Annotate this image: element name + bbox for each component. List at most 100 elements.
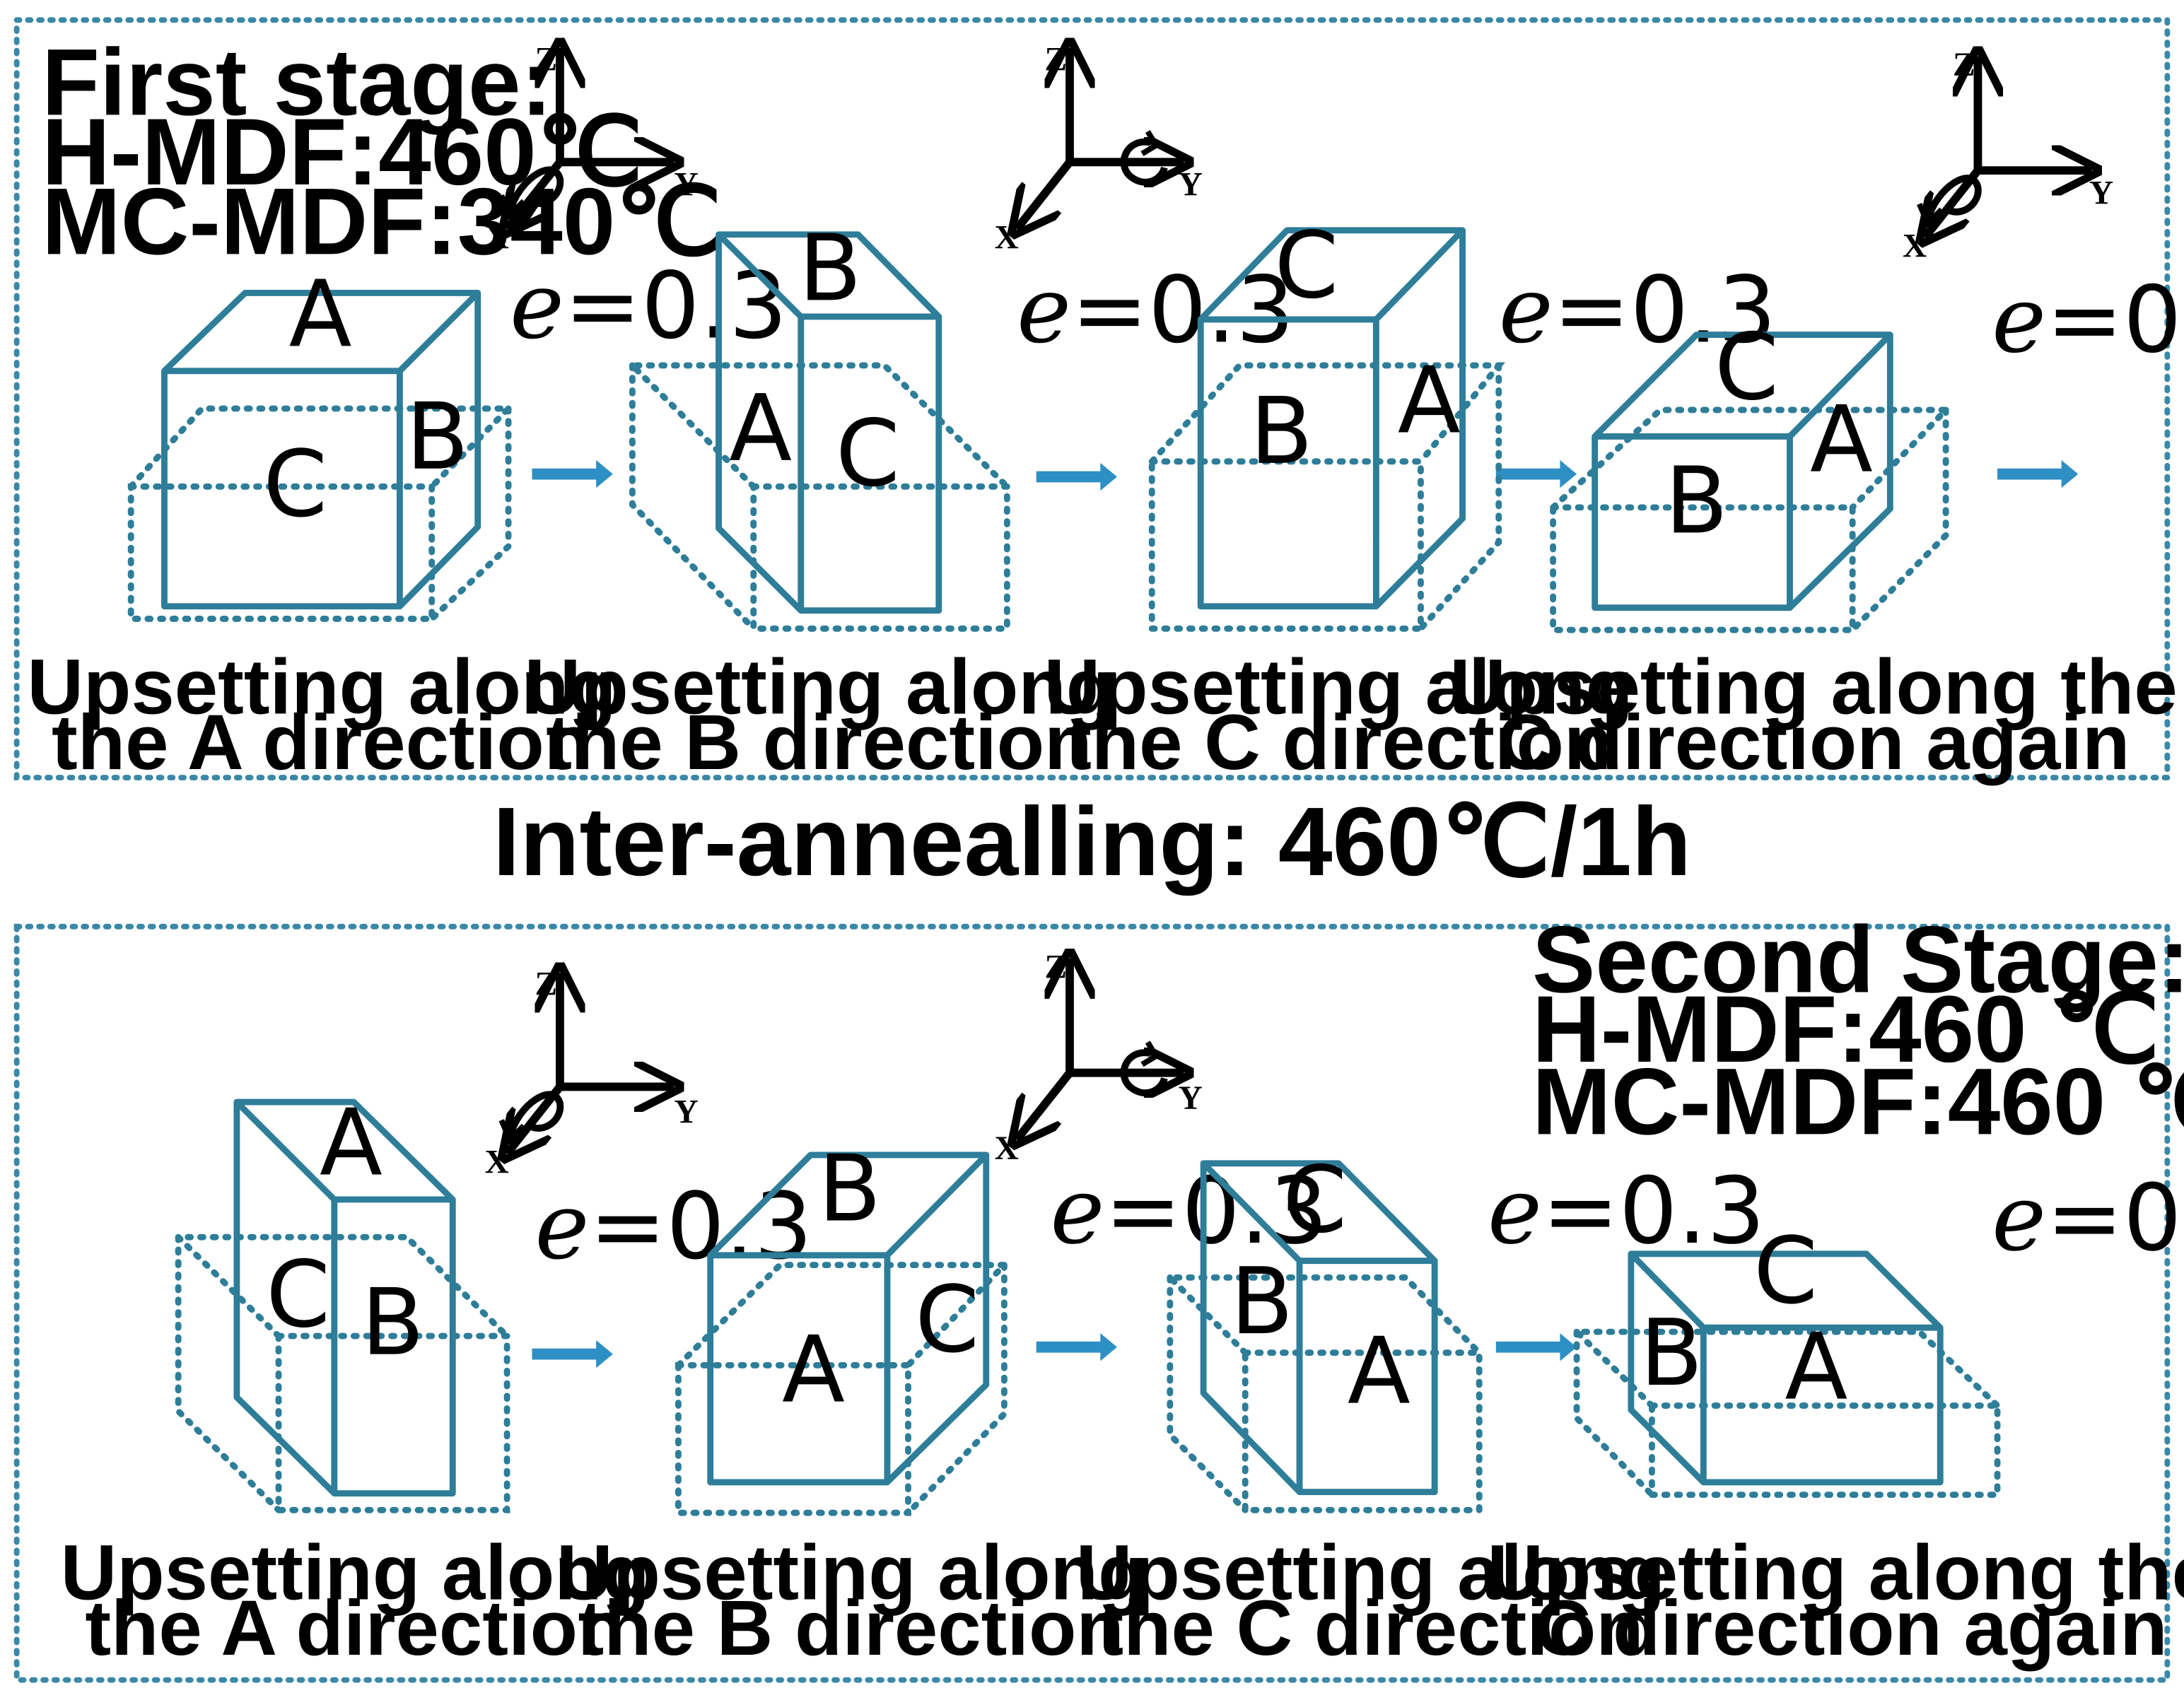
deformed-shape-outline (1197, 227, 1466, 610)
step-caption-line2: the C direction (1097, 1585, 1643, 1672)
strain-label: e=0.3 (510, 252, 788, 360)
step-caption-line1: Upsetting along (556, 1529, 1145, 1616)
rotation-arrow-icon (506, 166, 564, 213)
axis-label-z: Z (535, 41, 557, 78)
step-caption-line2: the A direction (52, 699, 592, 786)
strain-label: e=0.3 (1992, 1164, 2184, 1272)
face-label-side: B (1230, 1248, 1293, 1355)
first-stage-frame (13, 17, 2171, 780)
step-caption-line1: Upsetting along (1076, 1529, 1665, 1616)
face-label-front: B (361, 1269, 424, 1376)
original-shape-outline (170, 1233, 510, 1513)
step-caption-line2: the B direction (578, 1585, 1124, 1672)
face-label-top: C (1753, 1217, 1818, 1325)
face-label-top: B (799, 214, 862, 322)
process-arrows (532, 459, 2079, 1368)
face-label-top: A (320, 1089, 383, 1197)
strain-label: e=0.3 (1499, 256, 1777, 363)
deformed-shape-outline (161, 290, 481, 610)
axis-label-x: X (995, 219, 1019, 256)
axis-label-y: Y (674, 167, 698, 204)
flow-arrow-icon (1036, 1333, 1117, 1361)
face-label-front: B (1250, 377, 1313, 485)
axis-label-z: Z (1045, 949, 1068, 986)
axis-label-y: Y (1179, 1080, 1203, 1117)
strain-label: e=0.3 (1017, 256, 1295, 363)
deformed-shape-outline (1628, 1250, 1944, 1486)
first-stage-title: First stage: (42, 30, 552, 135)
original-shape-outline (1569, 1328, 2001, 1499)
deformed-shape-outline (1200, 1160, 1438, 1496)
step-caption-line1: Upsetting along the (1449, 643, 2178, 730)
block-step-1-3: C B A (1148, 211, 1506, 632)
block-step-2-3: C B A (1162, 1146, 1483, 1513)
flow-arrow-icon (1036, 462, 1117, 491)
axis-label-y: Y (1179, 167, 1203, 204)
step-caption-line1: Upsetting along (27, 643, 616, 730)
deformed-shape-outline (233, 1098, 456, 1497)
face-label-front: B (1665, 447, 1728, 554)
axis-label-x: X (485, 219, 509, 256)
original-shape-outline (1162, 1274, 1483, 1513)
coordinate-axes-icon: Z Y X (995, 949, 1203, 1167)
block-step-1-1: A B C (127, 260, 516, 622)
face-label-top: B (818, 1135, 881, 1243)
face-label-side: A (729, 375, 792, 482)
step-caption-line2: C direction again (1535, 1585, 2168, 1672)
strain-label: e=0.3 (1488, 1157, 1765, 1265)
step-caption-line2: the C direction (1065, 699, 1611, 786)
block-step-1-4: C A B (1550, 313, 1954, 633)
step-caption-line1: Upsetting along (1044, 643, 1633, 730)
block-step-2-4: C B A (1569, 1217, 2001, 1499)
axis-label-y: Y (2089, 175, 2113, 211)
step-caption-line2: the B direction (546, 699, 1092, 786)
block-step-2-1: A C B (170, 1089, 510, 1513)
block-step-2-2: B A C (675, 1135, 1012, 1516)
flow-arrow-icon (532, 1340, 613, 1368)
second-stage-h-mdf: H-MDF:460 ℃ (1532, 977, 2159, 1082)
flow-arrow-icon (1997, 459, 2079, 488)
coordinate-axes-icon: Z Y X (1903, 47, 2113, 264)
face-label-side: B (406, 383, 469, 491)
rotation-arrow-icon (1120, 1049, 1168, 1097)
flow-arrow-icon (532, 459, 613, 488)
coordinate-axes-icon: Z Y X (995, 41, 1203, 256)
coordinate-axes-icon: Z Y X (485, 966, 699, 1181)
step-caption-line2: C direction again (1497, 699, 2130, 786)
face-label-side: C (266, 1241, 330, 1348)
flow-arrow-icon (1495, 459, 1577, 488)
face-label-front: A (782, 1316, 845, 1424)
inter-annealing-label: Inter-annealling: 460℃/1h (493, 787, 1691, 896)
strain-label: e=0.3 (1992, 266, 2184, 373)
axis-label-z: Z (1045, 41, 1068, 78)
rotation-arrow-icon (1120, 138, 1168, 186)
deformed-shape-outline (707, 1151, 990, 1486)
step-caption-line2: the A direction (85, 1585, 625, 1672)
face-label-top: C (1283, 1146, 1347, 1253)
step-caption-line1: Upsetting along (61, 1529, 650, 1616)
original-shape-outline (624, 362, 1010, 632)
face-label-top: C (1274, 211, 1338, 319)
axis-label-x: X (485, 1144, 509, 1181)
axis-label-z: Z (535, 966, 557, 1002)
second-stage-frame (13, 923, 2171, 1683)
face-label-side: C (915, 1266, 979, 1373)
axis-label-z: Z (1953, 47, 1975, 83)
face-label-front: C (836, 399, 900, 507)
face-label-side: A (1810, 386, 1873, 493)
second-stage-mc-mdf: MC-MDF:460 ℃ (1532, 1049, 2184, 1154)
face-label-top: C (1715, 313, 1779, 421)
face-label-front: C (263, 430, 327, 538)
coordinate-axes-icon: Z Y X (485, 41, 699, 256)
second-stage-title: Second Stage: (1532, 907, 2184, 1012)
block-step-1-2: B A C (624, 214, 1010, 632)
deformed-shape-outline (1592, 332, 1893, 611)
face-label-side: A (1398, 346, 1461, 454)
original-shape-outline (1550, 406, 1954, 633)
step-caption-line1: Upsetting along (525, 643, 1114, 730)
face-label-front: A (1785, 1313, 1847, 1421)
axis-label-x: X (995, 1130, 1019, 1167)
rotation-arrow-icon (506, 1091, 564, 1138)
axis-label-y: Y (674, 1094, 698, 1131)
